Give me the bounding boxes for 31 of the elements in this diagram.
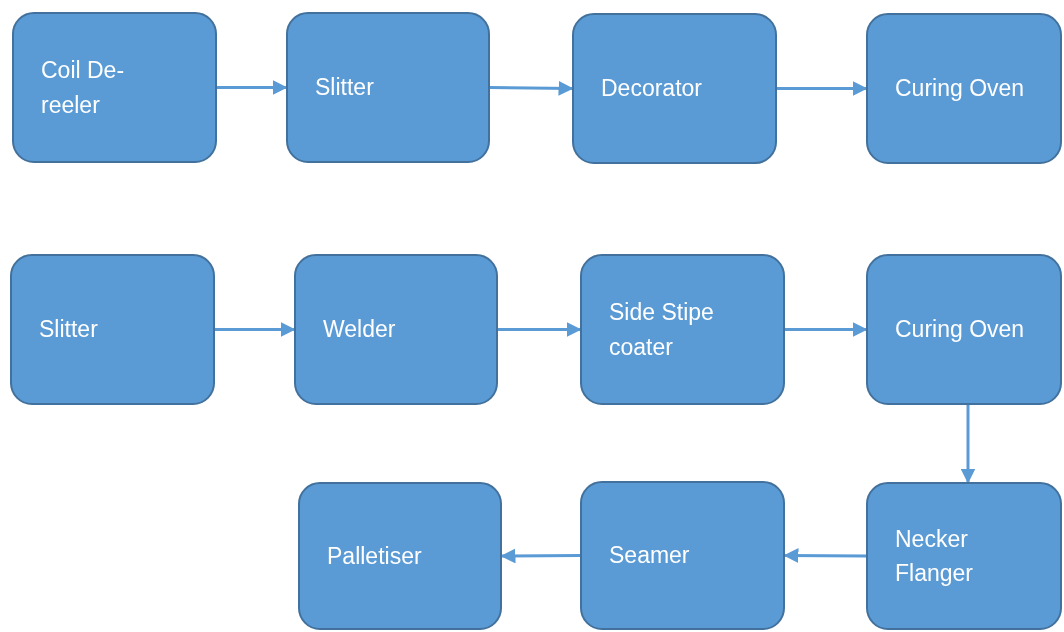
process-box (866, 482, 1062, 630)
process-box (580, 481, 785, 630)
process-box (298, 482, 502, 630)
arrow (498, 322, 582, 337)
process-label: Welder (323, 316, 396, 343)
arrow (500, 548, 580, 564)
process-box (294, 254, 498, 405)
process-box (580, 254, 785, 405)
process-label: Palletiser (327, 542, 422, 569)
process-label: Coil De-reeler (41, 57, 125, 118)
process-box (10, 254, 215, 405)
process-label: Slitter (315, 74, 374, 101)
arrow (783, 548, 866, 564)
arrow (777, 81, 868, 96)
process-label: Slitter (39, 316, 98, 343)
arrow (489, 80, 574, 96)
process-label: Side Stipe coater (609, 299, 714, 360)
process-label: Curing Oven (895, 316, 1025, 343)
process-box (866, 13, 1062, 164)
process-box (286, 12, 490, 163)
process-box (866, 254, 1062, 405)
process-box (572, 13, 777, 164)
process-box (12, 12, 217, 163)
process-label: Seamer (609, 542, 690, 569)
process-label: Curing Oven (895, 75, 1025, 102)
process-label: Necker Flanger (895, 525, 973, 586)
arrow (785, 322, 868, 337)
arrow (960, 405, 976, 484)
arrow (217, 80, 288, 95)
arrow (215, 322, 296, 337)
process-label: Decorator (601, 75, 702, 102)
